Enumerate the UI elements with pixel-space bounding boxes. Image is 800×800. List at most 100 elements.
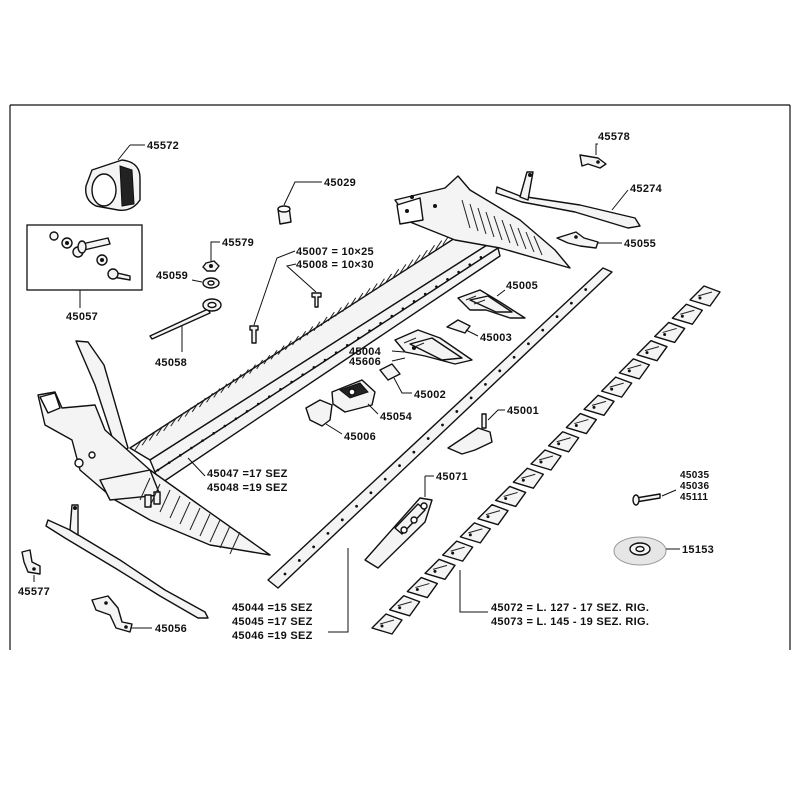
part-45047-45048-cutter-bar: [37, 175, 571, 556]
bar-hatch-line: [148, 431, 156, 441]
knife-back-hole: [297, 559, 301, 562]
shoe-hatch-line: [485, 211, 495, 238]
knife-back-hole: [555, 315, 559, 319]
knife-section: [671, 303, 704, 325]
knife-section-edge: [379, 619, 395, 625]
shoe-hatch-line: [533, 235, 543, 256]
knife-section: [618, 358, 651, 380]
label-45072: 45072 = L. 127 - 17 SEZ. RIG.: [491, 602, 649, 614]
knife-section: [494, 485, 527, 508]
bar-rivet-hole: [190, 446, 193, 450]
part-45003-clip: [446, 319, 479, 337]
bar-rivet-hole: [223, 424, 227, 428]
shoe-hatch-line: [477, 207, 487, 235]
knife-section: [406, 576, 439, 599]
shoe-hatch-line: [517, 227, 527, 250]
bar-rivet-hole: [256, 402, 260, 406]
bar-hatch-line: [284, 340, 292, 351]
bar-hatch-line: [227, 378, 235, 389]
knife-section-edge: [397, 601, 412, 607]
knife-section: [477, 503, 509, 526]
bar-rivet-hole: [178, 454, 182, 457]
knife-section: [600, 376, 633, 398]
knife-section-edge: [591, 400, 607, 406]
knife-section-rivet: [557, 442, 561, 446]
knife-back-hole: [426, 437, 430, 440]
knife-section-rivet: [398, 606, 402, 610]
part-45054-hold-down: [331, 379, 379, 415]
shoe-hatch-line: [493, 215, 503, 241]
bar-rivet-hole: [457, 270, 460, 274]
label-45004: 45004: [349, 346, 382, 358]
bar-hatch-line: [363, 287, 371, 298]
label-45579: 45579: [222, 237, 254, 249]
label-45578: 45578: [598, 131, 630, 143]
knife-section-rivet: [486, 515, 490, 519]
knife-section: [388, 595, 421, 617]
bar-hatch-line: [184, 407, 192, 417]
knife-section-rivet: [680, 314, 684, 318]
bar-hatch-line: [313, 321, 321, 331]
bar-hatch-line: [370, 283, 378, 293]
bar-rivet-hole: [423, 292, 427, 296]
knife-section-edge: [415, 583, 430, 589]
knife-back-hole: [355, 504, 358, 508]
knife-section-edge: [556, 437, 571, 443]
bar-rivet-hole: [312, 366, 316, 369]
bar-hatch-line: [256, 359, 264, 370]
label-45001: 45001: [507, 405, 539, 417]
shoe-hatch-line: [461, 199, 471, 229]
part-45001-knife-head: [447, 409, 505, 455]
part-45007-45008-bolts: [249, 250, 322, 344]
left-shoe-hatch-line: [159, 489, 171, 513]
left-shoe-hatch-line: [209, 519, 221, 543]
part-45579-nut: [202, 241, 220, 272]
label-45054: 45054: [380, 411, 413, 423]
knife-back-hole: [326, 531, 330, 535]
label-45572: 45572: [147, 140, 179, 152]
label-45007: 45007 = 10×25: [296, 246, 374, 258]
part-45055-bracket: [556, 231, 622, 249]
bar-hatch-line: [177, 412, 185, 422]
bar-rivet-hole: [345, 344, 349, 347]
bar-hatch-line: [249, 364, 256, 374]
bar-rivet-hole: [245, 410, 249, 413]
bar-hatch-line: [349, 297, 357, 308]
knife-section: [530, 449, 562, 471]
part-45002-clip: [379, 363, 412, 394]
knife-section-rivet: [539, 460, 543, 464]
bar-rivet-hole: [435, 285, 438, 288]
knife-section-edge: [697, 291, 713, 297]
bar-hatch-line: [163, 421, 171, 432]
left-shoe-hatch-line: [169, 495, 181, 519]
knife-back-hole: [512, 355, 516, 359]
bar-rivet-hole: [323, 358, 327, 362]
knife-section-edge: [450, 546, 465, 552]
knife-section-edge: [644, 346, 660, 352]
bar-rivet-hole: [301, 373, 305, 376]
bar-rivet-hole: [290, 380, 293, 384]
label-15153: 15153: [682, 544, 714, 556]
bar-hatch-line: [292, 335, 299, 346]
knife-back-hole: [569, 301, 573, 305]
knife-section: [371, 613, 403, 635]
bar-hatch-line: [356, 292, 364, 303]
bar-hatch-line: [191, 402, 199, 413]
bar-rivet-hole: [379, 322, 382, 325]
part-45578-bracket: [579, 143, 607, 169]
part-45059-washer: [191, 277, 220, 289]
label-45048: 45048 =19 SEZ: [207, 482, 288, 494]
knife-back-hole: [469, 396, 473, 400]
bar-hatch-line: [199, 397, 206, 408]
part-45006-wear-plate: [305, 399, 343, 435]
knife-section-edge: [432, 564, 448, 570]
knife-section-edge: [468, 528, 483, 534]
bar-rivet-hole: [156, 468, 160, 472]
label-45002: 45002: [414, 389, 446, 401]
knife-back-hole: [527, 342, 530, 346]
left-shoe-hatch-line: [189, 507, 201, 531]
bar-hatch-line: [320, 316, 328, 327]
bar-hatch-line: [220, 383, 228, 394]
shoe-hatch-line: [525, 231, 535, 253]
label-45036: 45036: [680, 481, 709, 492]
